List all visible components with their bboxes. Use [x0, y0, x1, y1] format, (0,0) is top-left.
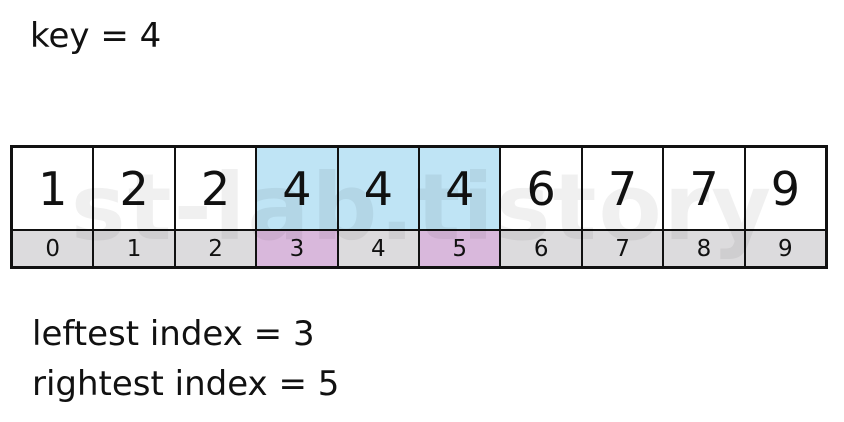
- array-cell-value: 4: [420, 148, 500, 231]
- array-cell-index: 2: [175, 231, 256, 266]
- array-cell-index: 3: [257, 231, 337, 266]
- leftest-index-label: leftest index = 3: [32, 314, 315, 354]
- array-cell-value: 1: [13, 148, 93, 231]
- array-cell-index: 9: [745, 231, 826, 266]
- array-cell-value: 9: [745, 148, 826, 231]
- array-cell-value: 4: [338, 148, 419, 231]
- array-cell-value: 7: [664, 148, 744, 231]
- array-cell-value: 4: [257, 148, 337, 231]
- array-cell-index: 6: [501, 231, 581, 266]
- array-cell-index: 5: [420, 231, 500, 266]
- array-cell-value: 7: [582, 148, 663, 231]
- array-cell-index: 4: [338, 231, 419, 266]
- array-cell-index: 0: [13, 231, 93, 266]
- array-cell-index: 8: [664, 231, 744, 266]
- array-cell-value: 6: [501, 148, 581, 231]
- array-cell-value: 2: [94, 148, 174, 231]
- array-cell-value: 2: [175, 148, 256, 231]
- array-cell-index: 7: [582, 231, 663, 266]
- array-cell-index: 1: [94, 231, 174, 266]
- rightest-index-label: rightest index = 5: [32, 364, 340, 404]
- key-label: key = 4: [30, 16, 162, 56]
